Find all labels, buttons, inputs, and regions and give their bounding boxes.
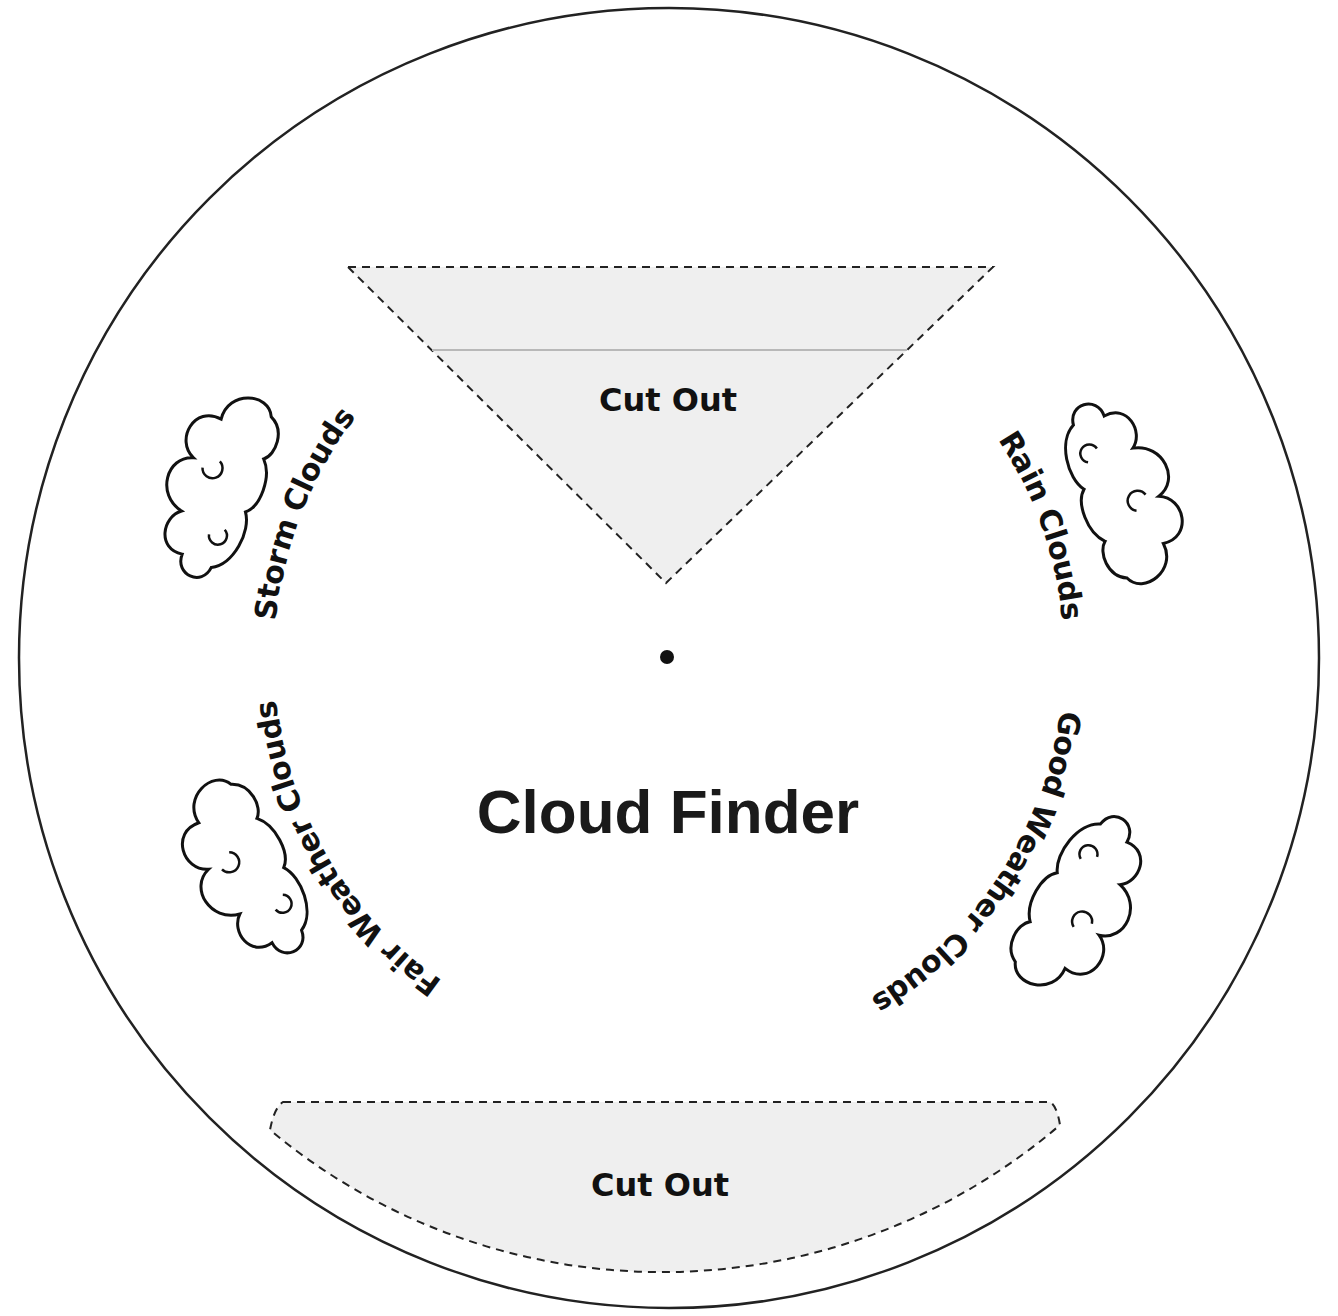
fold-line xyxy=(432,349,907,351)
cloud-icon xyxy=(159,766,327,977)
wheel-title: Cloud Finder xyxy=(477,778,859,846)
cloud-type-label: Rain Clouds xyxy=(989,420,1096,635)
cutout-band xyxy=(270,1102,1060,1272)
label-letter: s xyxy=(251,699,283,721)
wheel-outline xyxy=(19,8,1319,1308)
node-outline xyxy=(344,263,997,588)
cloud-type-label: Good Weather Clouds xyxy=(859,700,1093,1026)
cutout-label: Cut Out xyxy=(591,1167,729,1204)
cutout-triangle xyxy=(348,267,993,583)
cutout-window: Cut Out xyxy=(344,263,997,588)
cloud-type-label: Fair Weather Clouds xyxy=(243,686,451,1007)
cloud-icon xyxy=(993,800,1171,1010)
cutout-slot: Cut Out xyxy=(262,1096,1068,1282)
cutout-label: Cut Out xyxy=(599,382,737,419)
label-letter: s xyxy=(1055,600,1087,621)
center-dot xyxy=(660,650,674,664)
cloud-icon xyxy=(137,379,292,589)
cloud-type-label: Storm Clouds xyxy=(243,394,366,632)
